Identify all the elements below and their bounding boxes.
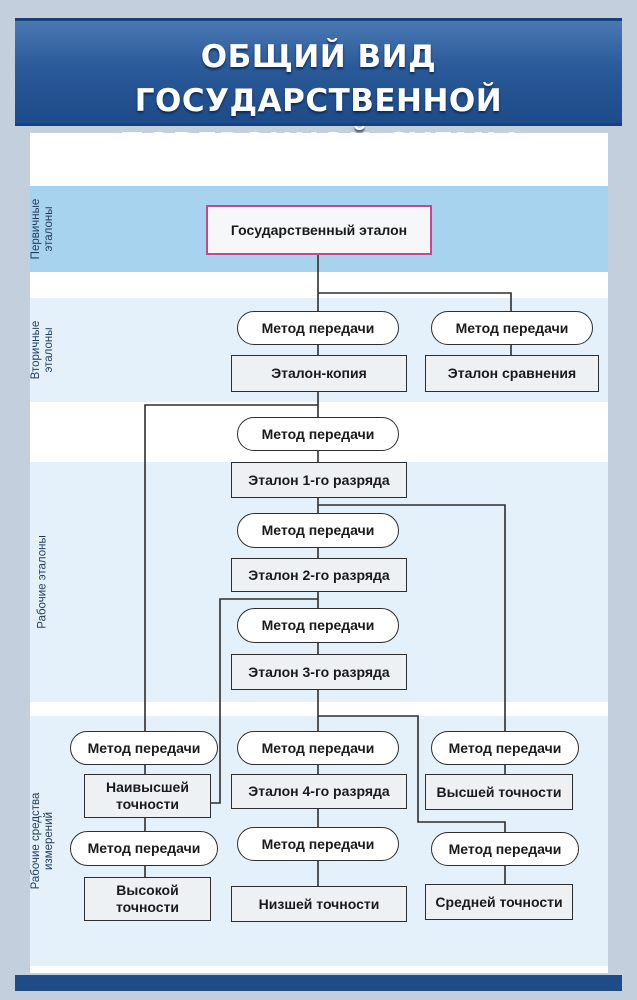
node-etalon-compare: Эталон сравнения (425, 355, 599, 392)
node-rank-4: Эталон 4-го разряда (231, 774, 407, 809)
node-method-3: Метод передачи (237, 417, 399, 451)
node-highest-accuracy: Наивысшей точности (84, 774, 211, 818)
node-method-4: Метод передачи (237, 513, 399, 548)
node-method-2: Метод передачи (431, 311, 593, 345)
node-method-center-1: Метод передачи (237, 731, 399, 765)
node-method-5: Метод передачи (237, 608, 399, 643)
node-state-standard: Государственный эталон (206, 205, 432, 255)
node-lowest-accuracy: Низшей точности (231, 886, 407, 922)
node-etalon-copy: Эталон-копия (231, 355, 407, 392)
node-method-right-2: Метод передачи (431, 832, 579, 866)
node-method-center-2: Метод передачи (237, 827, 399, 861)
connector (211, 598, 318, 804)
node-rank-2: Эталон 2-го разряда (231, 558, 407, 592)
node-high-accuracy: Высокой точности (84, 877, 211, 921)
node-method-1: Метод передачи (237, 311, 399, 345)
node-rank-1: Эталон 1-го разряда (231, 462, 407, 498)
connector (318, 715, 506, 833)
connector (144, 404, 318, 732)
node-medium-accuracy: Средней точности (425, 884, 573, 920)
node-method-right-1: Метод передачи (431, 731, 579, 765)
node-rank-3: Эталон 3-го разряда (231, 654, 407, 690)
node-higher-accuracy: Высшей точности (425, 774, 573, 810)
title-line-1: ОБЩИЙ ВИД ГОСУДАРСТВЕННОЙ (134, 39, 503, 119)
footer-bar (15, 975, 622, 991)
connector (318, 292, 512, 312)
connector (318, 504, 506, 732)
node-method-left-1: Метод передачи (70, 731, 218, 765)
node-method-left-2: Метод передачи (70, 831, 218, 866)
